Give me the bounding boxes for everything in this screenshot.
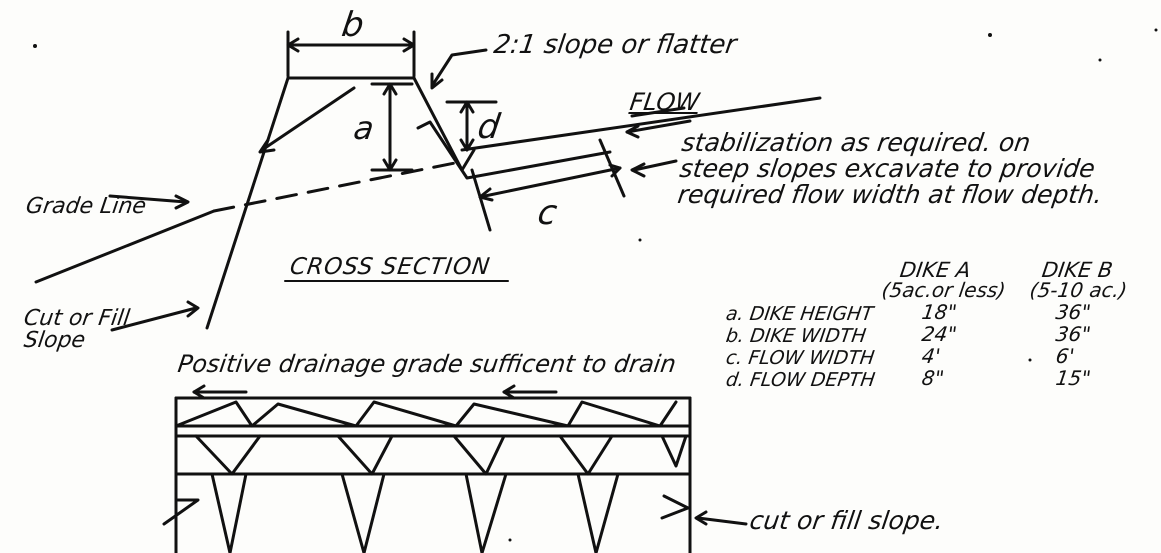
dike-left-slope <box>205 76 290 330</box>
plan-zigzag-top <box>174 400 678 428</box>
cut-fill-label-line1: Cut or Fill <box>22 306 132 331</box>
row-flow-width-label: c. FLOW WIDTH <box>724 347 876 369</box>
row-flow-depth-a: 8" <box>920 366 946 390</box>
stabilization-note-line1: stabilization as required. on <box>679 128 1033 157</box>
dim-c-line <box>478 166 622 199</box>
row-flow-width-a: 4' <box>920 344 942 368</box>
grade-line-label: Grade Line <box>24 194 148 219</box>
slope-leader <box>430 48 488 88</box>
ground-surface <box>460 96 822 152</box>
plan-cutfill-leader <box>696 516 748 526</box>
slope-note: 2:1 slope or flatter <box>491 30 739 60</box>
row-flow-depth-b: 15" <box>1054 366 1093 390</box>
channel-lining <box>416 120 612 180</box>
stabilization-leader <box>632 159 678 172</box>
cut-fill-label-line2: Slope <box>22 328 87 353</box>
stabilization-note-line2: steep slopes excavate to provide <box>677 154 1097 183</box>
flow-arrow <box>625 119 692 134</box>
stabilization-note-line3: required flow width at flow depth. <box>675 180 1105 209</box>
row-dike-width-a: 24" <box>920 322 959 346</box>
drainage-note: Positive drainage grade sufficent to dra… <box>176 350 678 378</box>
break-symbol-left <box>162 498 200 526</box>
dike-right-slope <box>412 76 464 172</box>
plan-slope-ticks <box>210 472 620 553</box>
dike-a-subheader: (5ac.or less) <box>880 278 1008 302</box>
dike-b-subheader: (5-10 ac.) <box>1028 278 1129 302</box>
flow-label: FLOW <box>628 88 702 116</box>
break-symbol-right <box>660 494 690 520</box>
row-flow-depth-label: d. FLOW DEPTH <box>724 369 877 391</box>
row-flow-width-b: 6' <box>1054 344 1076 368</box>
grade-line <box>34 209 216 284</box>
row-dike-height-label: a. DIKE HEIGHT <box>724 303 875 325</box>
cutfill-leader <box>110 306 198 332</box>
plan-cut-fill-slope-label: cut or fill slope. <box>747 506 946 535</box>
grade-line-dashed <box>212 160 462 213</box>
plan-triangles-mid <box>194 434 688 476</box>
slope-arrow <box>260 86 356 152</box>
cross-section-title: CROSS SECTION <box>288 254 493 280</box>
dim-d-label: d <box>475 107 503 147</box>
row-dike-width-b: 36" <box>1054 322 1093 346</box>
row-dike-width-label: b. DIKE WIDTH <box>724 325 868 347</box>
row-dike-height-b: 36" <box>1054 300 1093 324</box>
row-dike-height-a: 18" <box>920 300 959 324</box>
dike-base-cut <box>460 148 476 172</box>
grade-leader <box>108 194 188 204</box>
